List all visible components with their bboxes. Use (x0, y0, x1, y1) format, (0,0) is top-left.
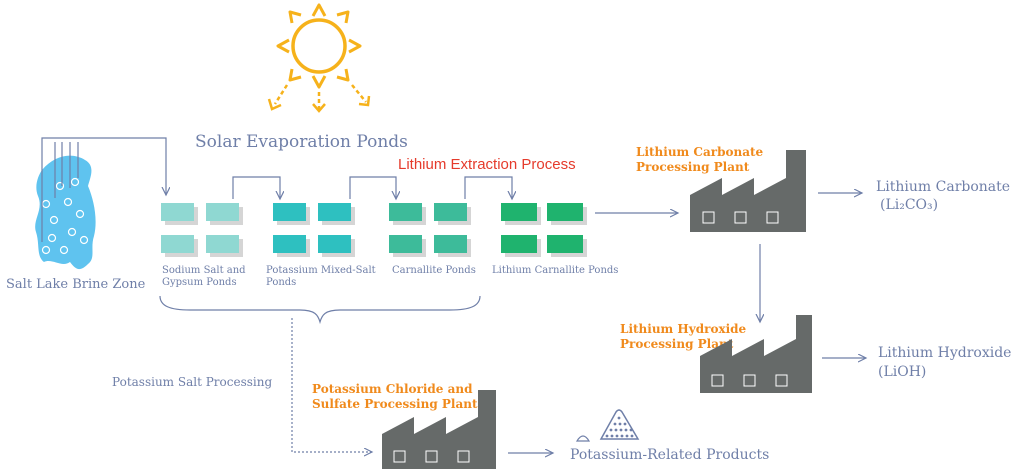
pond-group-sodium (161, 203, 243, 257)
pond-label-carnallite: Carnallite Ponds (392, 265, 476, 276)
pond-label-lithium-carnallite: Lithium Carnallite Ponds (492, 265, 618, 276)
sun-icon (267, 3, 371, 113)
salt-lake-icon (35, 155, 96, 270)
potassium-output-label: Potassium-Related Products (570, 447, 769, 463)
pond-flow-arrows (232, 176, 512, 199)
pond-group-potassium-mixed (273, 203, 355, 257)
potassium-plant-label-1: Potassium Chloride and (312, 382, 473, 396)
carbonate-output-1: Lithium Carbonate (876, 179, 1010, 195)
potassium-factory-icon (382, 390, 496, 469)
potassium-processing-label: Potassium Salt Processing (112, 375, 272, 389)
pond-label-sodium-1: Sodium Salt and (162, 265, 246, 276)
pond-label-potassium-2: Ponds (266, 277, 296, 288)
brine-pipes (41, 137, 166, 242)
carbonate-factory-icon (690, 150, 806, 232)
hydroxide-plant-label-1: Lithium Hydroxide (620, 322, 747, 336)
pond-label-potassium-1: Potassium Mixed-Salt (266, 265, 376, 276)
hydroxide-plant-label-2: Processing Plant (620, 337, 734, 351)
hydroxide-output-2: (LiOH) (878, 364, 926, 380)
pond-label-sodium-2: Gypsum Ponds (162, 277, 237, 288)
pond-brace (159, 295, 481, 325)
pond-group-carnallite (389, 203, 471, 257)
pond-group-lithium-carnallite (501, 203, 587, 257)
lithium-process-title: Lithium Extraction Process (398, 156, 576, 173)
carbonate-output-2: (Li₂CO₃) (880, 197, 938, 213)
carbonate-plant-label-2: Processing Plant (636, 160, 750, 174)
solar-ponds-title: Solar Evaporation Ponds (195, 132, 408, 152)
potassium-flow-dotted (291, 318, 372, 452)
salt-pile-icon (575, 409, 640, 442)
hydroxide-factory-icon (700, 315, 812, 393)
potassium-plant-label-2: Sulfate Processing Plant (312, 397, 478, 411)
brine-zone-label: Salt Lake Brine Zone (6, 277, 146, 292)
hydroxide-output-1: Lithium Hydroxide (878, 345, 1011, 361)
carbonate-plant-label-1: Lithium Carbonate (636, 145, 764, 159)
